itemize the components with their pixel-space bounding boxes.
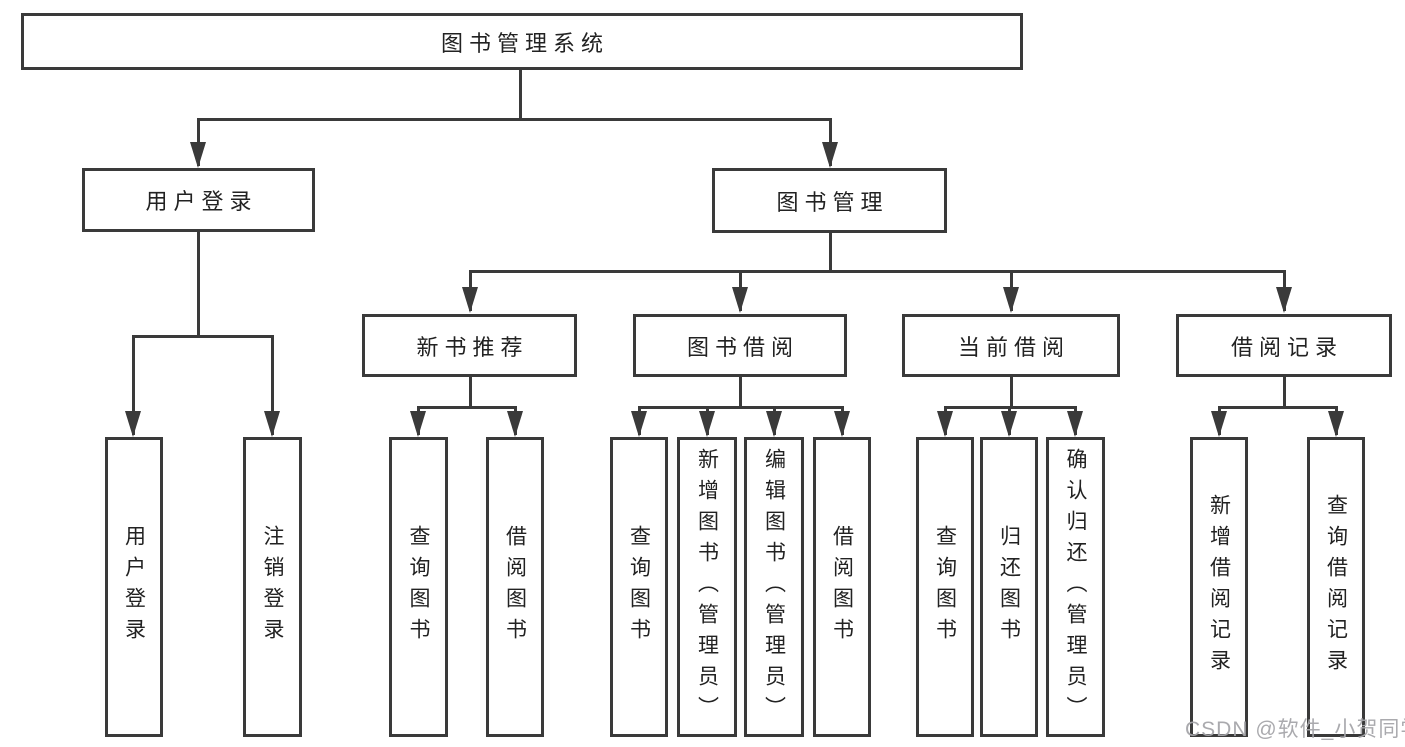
- arrow-down-icon: [765, 411, 782, 437]
- arrow-down-icon: [1327, 411, 1344, 437]
- connector-line: [637, 406, 844, 409]
- connector-line: [1009, 377, 1013, 406]
- connector-line: [131, 335, 135, 435]
- connector-line: [738, 377, 742, 406]
- leaf-borrow-books-recommend: 借阅图书: [486, 437, 544, 737]
- connector-line: [131, 335, 274, 338]
- arrow-down-icon: [189, 142, 206, 168]
- connector-line: [468, 270, 1286, 273]
- watermark: CSDN @软件_小贺同学: [1185, 718, 1405, 741]
- leaf-query-books-borrow: 查询图书: [610, 437, 668, 737]
- connector-line: [196, 232, 200, 335]
- arrow-down-icon: [833, 411, 850, 437]
- leaf-query-books-current: 查询图书: [916, 437, 974, 737]
- arrow-down-icon: [731, 287, 748, 313]
- arrow-down-icon: [936, 411, 953, 437]
- node-new-book-recommend: 新书推荐: [362, 314, 577, 377]
- connector-line: [468, 377, 472, 406]
- arrow-down-icon: [461, 287, 478, 313]
- arrow-down-icon: [821, 142, 838, 168]
- leaf-logout: 注销登录: [243, 437, 302, 737]
- connector-line: [943, 406, 1077, 409]
- node-borrow-records: 借阅记录: [1176, 314, 1392, 377]
- connector-line: [196, 118, 832, 121]
- node-current-borrow: 当前借阅: [902, 314, 1120, 377]
- connector-line: [270, 335, 274, 435]
- arrow-down-icon: [409, 411, 426, 437]
- connector-line: [416, 406, 517, 409]
- leaf-edit-books-admin: 编辑图书（管理员）: [744, 437, 804, 737]
- arrow-down-icon: [1000, 411, 1017, 437]
- leaf-query-books-recommend: 查询图书: [389, 437, 448, 737]
- connector-line: [828, 233, 832, 270]
- leaf-borrow-books: 借阅图书: [813, 437, 871, 737]
- arrow-down-icon: [506, 411, 523, 437]
- arrow-down-icon: [1002, 287, 1019, 313]
- arrow-down-icon: [1275, 287, 1292, 313]
- node-book-management: 图书管理: [712, 168, 947, 233]
- connector-line: [1282, 377, 1286, 406]
- arrow-down-icon: [1066, 411, 1083, 437]
- leaf-add-books-admin: 新增图书（管理员）: [677, 437, 737, 737]
- arrow-down-icon: [263, 411, 280, 437]
- node-book-borrow: 图书借阅: [633, 314, 847, 377]
- connector-line: [518, 70, 522, 118]
- leaf-user-login: 用户登录: [105, 437, 163, 737]
- leaf-confirm-return-admin: 确认归还（管理员）: [1046, 437, 1105, 737]
- node-user-login: 用户登录: [82, 168, 315, 232]
- arrow-down-icon: [1210, 411, 1227, 437]
- leaf-return-books: 归还图书: [980, 437, 1038, 737]
- arrow-down-icon: [630, 411, 647, 437]
- leaf-add-borrow-record: 新增借阅记录: [1190, 437, 1248, 737]
- leaf-query-borrow-record: 查询借阅记录: [1307, 437, 1365, 737]
- arrow-down-icon: [698, 411, 715, 437]
- node-library-management-system: 图书管理系统: [21, 13, 1023, 70]
- connector-line: [1217, 406, 1338, 409]
- arrow-down-icon: [124, 411, 141, 437]
